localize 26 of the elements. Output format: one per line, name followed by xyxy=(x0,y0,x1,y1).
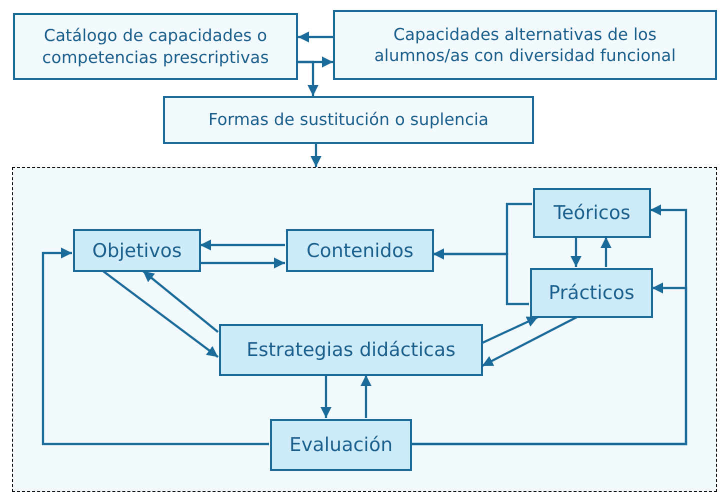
process-box: Teóricos xyxy=(533,188,651,238)
process-box: Objetivos xyxy=(73,229,201,272)
arrow xyxy=(298,60,318,96)
arrow xyxy=(298,32,333,42)
arrow xyxy=(360,375,372,418)
arrow xyxy=(570,237,582,267)
arrow xyxy=(433,248,529,306)
arrow xyxy=(482,316,538,344)
arrow xyxy=(600,237,612,267)
arrow xyxy=(320,375,332,418)
process-box: Catálogo de capacidades o competencias prescriptivas xyxy=(13,13,298,80)
process-box: Contenidos xyxy=(286,229,434,272)
process-box: Formas de sustitución o suplencia xyxy=(163,96,534,144)
arrow xyxy=(200,258,285,268)
process-box: Estrategias didácticas xyxy=(219,324,483,376)
process-box: Capacidades alternativas de los alumnos/as con diversidad funcional xyxy=(333,10,717,80)
arrow xyxy=(411,282,688,446)
arrow xyxy=(102,270,219,358)
arrow xyxy=(200,240,285,250)
arrow xyxy=(310,144,322,167)
arrow xyxy=(42,248,269,446)
arrow xyxy=(142,270,219,333)
dashed-frame xyxy=(12,167,717,492)
process-box: Prácticos xyxy=(530,268,653,318)
process-box: Evaluación xyxy=(270,419,412,471)
arrow xyxy=(482,316,578,367)
